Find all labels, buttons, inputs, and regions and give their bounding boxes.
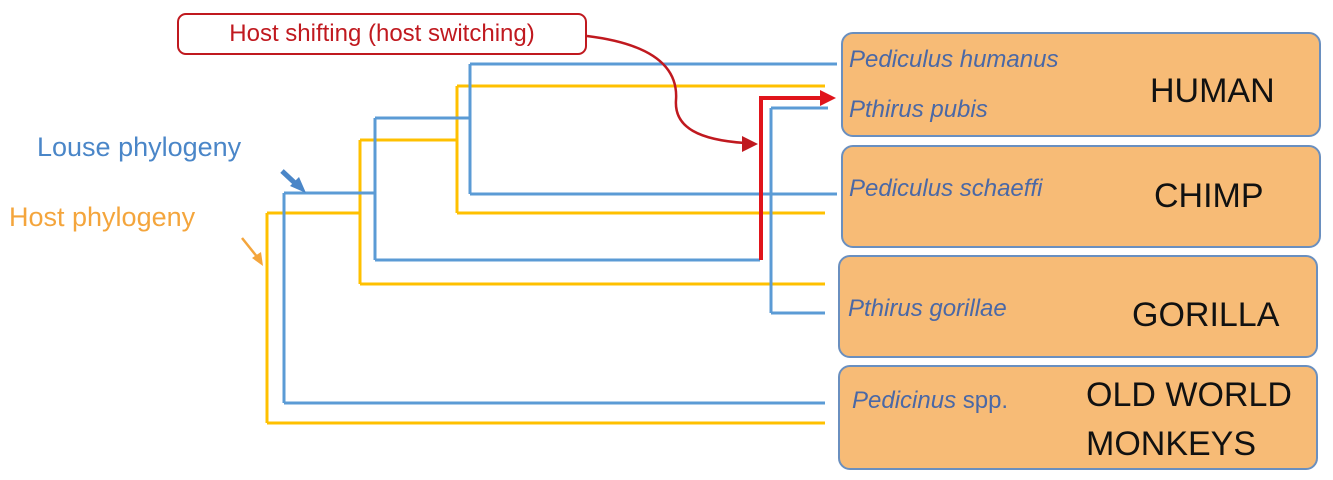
louse-species-name: Pthirus gorillae: [848, 295, 1007, 322]
host-name: CHIMP: [1154, 177, 1264, 215]
host-shifting-callout: Host shifting (host switching): [177, 13, 587, 55]
louse-species-name: Pediculus humanus: [849, 46, 1059, 73]
host-box-gorilla: Pthirus gorillae GORILLA: [838, 255, 1318, 358]
callout-connector-arrow: [586, 34, 758, 152]
host-box-old-world-monkeys: Pedicinus spp. OLD WORLD MONKEYS: [838, 365, 1318, 470]
louse-branch-pedicinus: [282, 191, 825, 405]
host-box-chimp: Pediculus schaeffi CHIMP: [841, 145, 1321, 248]
louse-species-name: Pediculus schaeffi: [849, 175, 1043, 202]
host-branch-human-chimp: [455, 84, 825, 215]
host-name-line-1: OLD WORLD: [1086, 376, 1292, 414]
host-phylogeny-label: Host phylogeny: [9, 202, 196, 232]
host-phylogeny-tree: [265, 84, 825, 425]
host-name: HUMAN: [1150, 72, 1275, 110]
louse-species-name: Pedicinus spp.: [852, 387, 1009, 414]
host-box-human: Pediculus humanus Pthirus pubis HUMAN: [841, 32, 1321, 137]
host-label-arrow: [241, 237, 263, 266]
host-name: GORILLA: [1132, 296, 1280, 334]
louse-branch-pthirus: [769, 106, 828, 315]
louse-phylogeny-tree: [282, 62, 837, 405]
host-branch-old-world-monkeys: [265, 211, 825, 425]
louse-branch-pthirus-ancestor: [373, 116, 760, 262]
host-shift-arrow: [759, 90, 836, 260]
louse-species-name: Pthirus pubis: [849, 96, 988, 123]
louse-phylogeny-label: Louse phylogeny: [37, 132, 242, 162]
louse-label-arrow: [280, 169, 306, 193]
host-name-line-2: MONKEYS: [1086, 425, 1257, 463]
louse-branch-pediculus: [468, 62, 837, 196]
